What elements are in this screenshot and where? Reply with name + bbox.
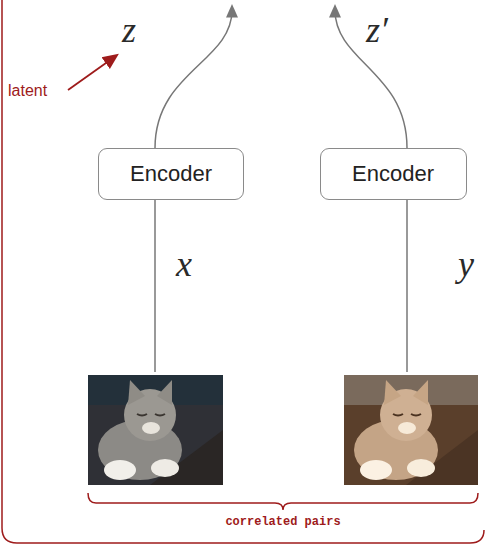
output-arrow <box>335 10 407 148</box>
box-label: Encoder <box>352 161 434 187</box>
input-symbol: y <box>458 246 474 282</box>
input-symbol: x <box>176 246 192 282</box>
output-arrow <box>155 10 232 148</box>
cat-photo <box>88 375 223 485</box>
input-line <box>154 200 156 372</box>
leader-arrow <box>68 58 113 90</box>
process-box: Encoder <box>320 148 467 200</box>
caption-note: correlated pairs <box>225 515 340 529</box>
process-box: Encoder <box>98 148 244 200</box>
input-line <box>406 200 408 372</box>
cat-photo <box>344 375 478 485</box>
annotation: latent <box>8 82 47 100</box>
latent-symbol: z′ <box>366 12 388 48</box>
bracket <box>88 493 478 510</box>
latent-symbol: z <box>122 12 136 48</box>
box-label: Encoder <box>130 161 212 187</box>
